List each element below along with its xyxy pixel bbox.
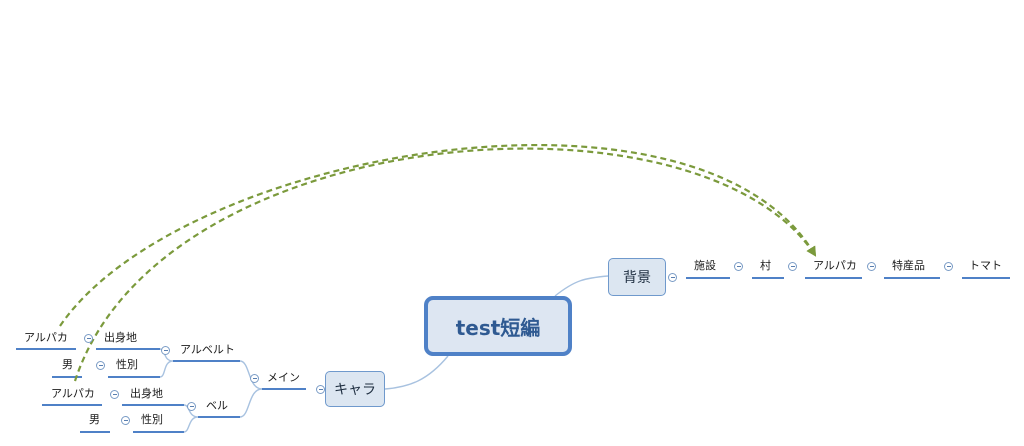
topic-albert-birthplace[interactable]: 出身地 bbox=[104, 331, 137, 344]
connector-central-haikei bbox=[554, 275, 609, 297]
topic-bell-gender[interactable]: 性別 bbox=[141, 413, 163, 426]
topic-arupaka-target[interactable]: アルパカ bbox=[813, 259, 857, 272]
topic-bell[interactable]: ベル bbox=[206, 399, 228, 412]
topic-albert-gender-value[interactable]: 男 bbox=[62, 358, 73, 371]
topic-tomato[interactable]: トマト bbox=[969, 259, 1002, 272]
collapse-toggle-albert-gender[interactable] bbox=[96, 361, 105, 370]
collapse-toggle-main[interactable] bbox=[250, 374, 259, 383]
collapse-toggle-bell[interactable] bbox=[187, 402, 196, 411]
topic-kyara[interactable]: キャラ bbox=[325, 371, 385, 407]
topic-albert-birthplace-value[interactable]: アルパカ bbox=[24, 331, 68, 344]
topic-bell-birthplace-value[interactable]: アルパカ bbox=[51, 387, 95, 400]
topic-albert-gender[interactable]: 性別 bbox=[116, 358, 138, 371]
topic-shisetsu[interactable]: 施設 bbox=[694, 259, 716, 272]
collapse-toggle-kyara[interactable] bbox=[316, 385, 325, 394]
collapse-toggle-bell-gender[interactable] bbox=[121, 416, 130, 425]
collapse-toggle-albert[interactable] bbox=[161, 346, 170, 355]
connector-main-bell bbox=[239, 388, 263, 418]
collapse-toggle-shisetsu[interactable] bbox=[734, 262, 743, 271]
central-topic[interactable]: test短編 bbox=[424, 296, 572, 356]
collapse-toggle-bell-birthplace[interactable] bbox=[110, 390, 119, 399]
topic-mura[interactable]: 村 bbox=[760, 259, 771, 272]
collapse-toggle-tokusanhin[interactable] bbox=[944, 262, 953, 271]
topic-haikei[interactable]: 背景 bbox=[608, 258, 666, 296]
topic-albert[interactable]: アルベルト bbox=[180, 343, 235, 356]
collapse-toggle-mura[interactable] bbox=[788, 262, 797, 271]
relationship-arrow-albert[interactable] bbox=[59, 144, 817, 327]
collapse-toggle-albert-birthplace[interactable] bbox=[84, 334, 93, 343]
collapse-toggle-haikei[interactable] bbox=[668, 273, 677, 282]
connector-main-albert bbox=[239, 360, 263, 390]
connector-bell-branches bbox=[183, 404, 199, 433]
topic-bell-birthplace[interactable]: 出身地 bbox=[130, 387, 163, 400]
topic-bell-gender-value[interactable]: 男 bbox=[89, 413, 100, 426]
topic-tokusanhin[interactable]: 特産品 bbox=[892, 259, 925, 272]
collapse-toggle-arupaka[interactable] bbox=[867, 262, 876, 271]
relationship-arrow-bell[interactable] bbox=[73, 147, 817, 382]
topic-main[interactable]: メイン bbox=[267, 371, 300, 384]
connector-central-kyara bbox=[384, 355, 449, 390]
